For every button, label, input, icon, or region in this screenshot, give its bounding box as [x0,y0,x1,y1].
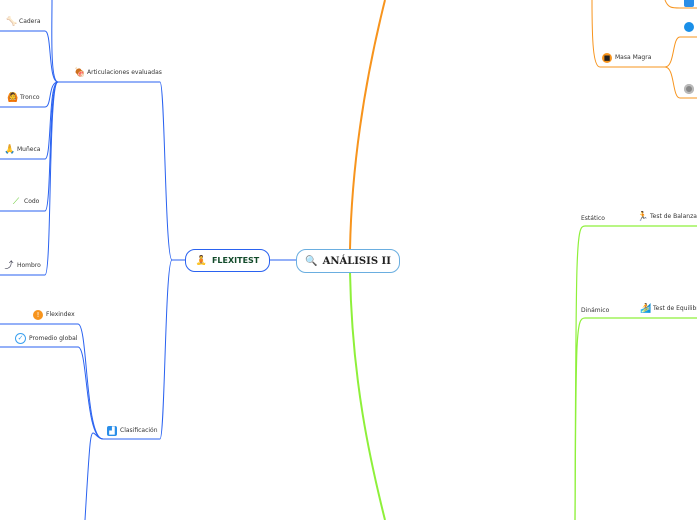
magnifier-icon: 🔍 [305,255,318,267]
person-icon: 🙆 [7,93,19,103]
pie-icon [684,22,694,32]
chart-icon: ▟ [107,426,117,436]
hip-icon: 🦴 [6,17,18,27]
topic-label: Hombro [17,262,41,269]
topic-label: Promedio global [29,334,78,342]
yoga-icon: 🧘 [195,255,207,266]
topic-label: Test de Equilibr [653,305,697,312]
topic-label: Estático [581,215,605,222]
scale-icon: ■ [602,53,612,63]
flexitest-label: FLEXITEST [211,256,260,265]
topic-test-balanza[interactable]: 🏃Test de Balanza [637,212,697,222]
topic-codo[interactable]: ⟋ Codo [11,197,40,207]
gray-circle-icon [684,84,694,94]
arm-icon: ⟋ [12,197,20,207]
topic-label: Codo [24,198,40,205]
topic-label: Cadera [19,18,41,25]
topic-hombro[interactable]: ⤴Hombro [4,261,41,271]
shoulder-icon: ⤴ [4,261,14,271]
topic-label: Clasificación [120,427,158,434]
topic-estatico[interactable]: Estático [581,215,605,223]
topic-tronco[interactable]: 🙆Tronco [7,93,40,103]
surfer-icon: 🏄 [640,304,652,314]
flexitest-topic[interactable]: 🧘 FLEXITEST [185,249,270,272]
central-topic-label: ANÁLISIS II [322,255,391,267]
topic-flexindex[interactable]: !Flexindex [33,310,75,320]
bone-icon: 🍖 [74,68,86,78]
check-circle-icon: ✓ [15,333,26,344]
topic-articulaciones[interactable]: 🍖Articulaciones evaluadas [74,68,162,78]
info-icon: ! [33,310,43,320]
topic-promedio-global[interactable]: ✓Promedio global [15,333,77,344]
topic-label: Dinámico [581,307,610,314]
topic-label: Muñeca [17,146,41,153]
runner-icon: 🏃 [637,212,649,222]
topic-muneca[interactable]: 🙏Muñeca [4,145,40,155]
praying-hands-icon: 🙏 [4,145,16,155]
topic-label: Test de Balanza [650,213,697,220]
topic-masa-magra[interactable]: ■Masa Magra [602,53,651,63]
topic-clasificacion[interactable]: ▟Clasificación [107,426,158,436]
topic-label: Articulaciones evaluadas [87,69,162,76]
central-topic[interactable]: 🔍 ANÁLISIS II [296,249,400,273]
topic-dinamico[interactable]: Dinámico [581,307,609,315]
blue-square-icon [684,0,694,7]
topic-label: Masa Magra [615,54,652,61]
topic-cadera[interactable]: 🦴Cadera [6,17,41,27]
topic-test-equilibrio[interactable]: 🏄Test de Equilibr [640,304,697,314]
topic-label: Flexindex [46,311,75,318]
topic-label: Tronco [20,94,40,101]
